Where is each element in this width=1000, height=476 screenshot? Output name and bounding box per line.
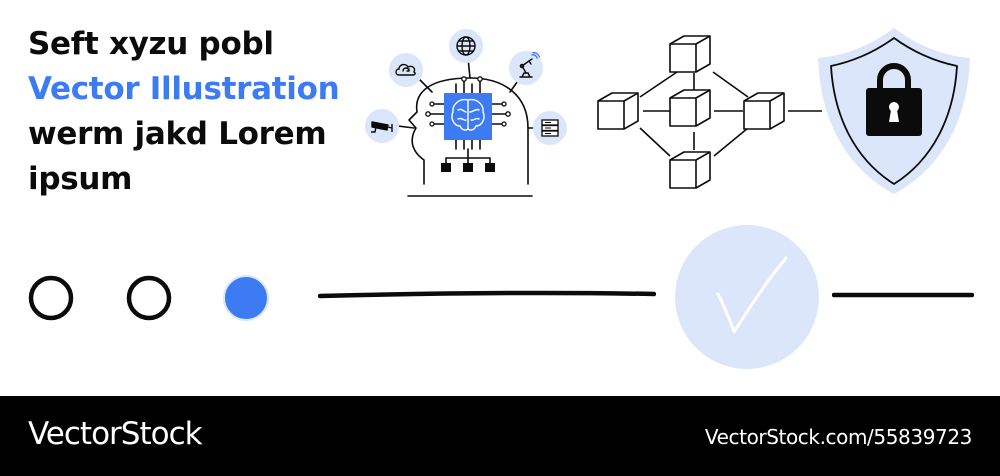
robot-arm-icon: [509, 51, 543, 85]
globe-icon: [449, 29, 483, 63]
cloud-sync-icon: [389, 53, 423, 87]
security-camera-icon: [365, 109, 399, 143]
step-indicator-3-active: [223, 275, 269, 321]
ai-head-circuit-icon: [397, 57, 541, 197]
headline-line-1: Seft xyzu pobl: [28, 26, 274, 62]
headline: Seft xyzu pobl Vector Illustration werm …: [28, 22, 358, 202]
footer-bar: VectorStock VectorStock.com/55839723: [0, 396, 1000, 476]
headline-line-3: werm jakd Lorem: [28, 116, 327, 152]
shield-lock-icon: [818, 28, 970, 194]
image-reference: VectorStock.com/55839723: [704, 425, 972, 449]
brand-logo-text: VectorStock: [28, 416, 203, 452]
step-indicator-1: [28, 275, 74, 321]
step-indicator-2: [126, 275, 172, 321]
divider-line-right: [832, 292, 974, 298]
blockchain-network-icon: [597, 35, 822, 189]
headline-line-4: ipsum: [28, 161, 133, 197]
server-icon: [533, 111, 567, 145]
headline-line-2: Vector Illustration: [28, 71, 340, 107]
divider-line-left: [318, 290, 656, 299]
checkmark-icon: [675, 225, 819, 369]
